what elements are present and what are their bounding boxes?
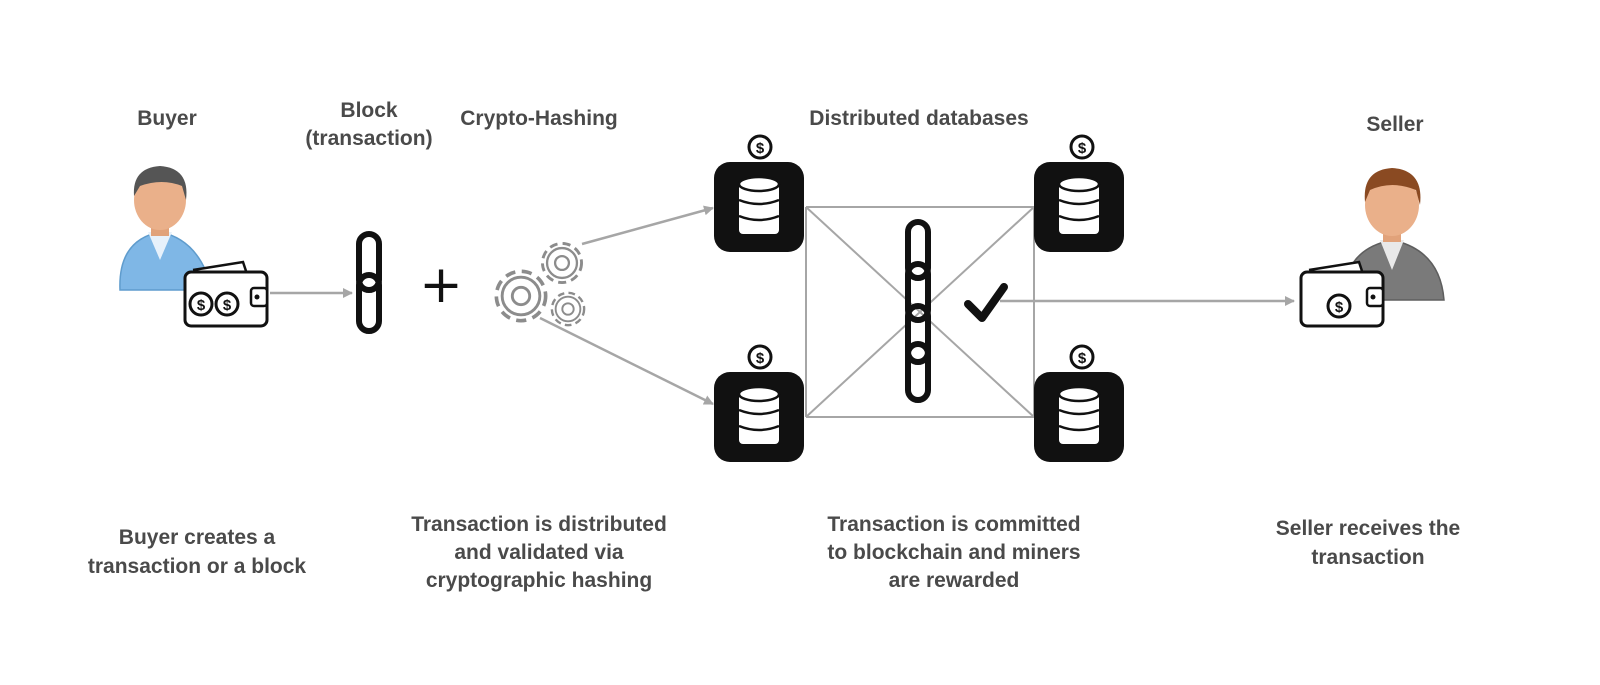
database-icon-top-right: $ [1032, 134, 1126, 254]
database-icon-bottom-right: $ [1032, 344, 1126, 464]
caption-line: Buyer creates a [119, 526, 276, 549]
coin-dollar-glyph: $ [756, 140, 765, 157]
crypto-hashing-label: Crypto-Hashing [460, 107, 618, 130]
block-chain-link-icon [359, 234, 379, 331]
coin-dollar-glyph: $ [1335, 299, 1344, 316]
distributed-databases-label: Distributed databases [809, 107, 1028, 130]
database-icon-top-left: $ [712, 134, 806, 254]
plus-icon: + [419, 255, 463, 315]
checkmark-icon [964, 283, 1008, 322]
buyer-wallet-icon: $ $ [183, 260, 269, 328]
database-network-lines [805, 206, 1035, 418]
arrow-gears-to-db-bottom [539, 316, 714, 406]
caption-line: Seller receives the [1276, 517, 1460, 540]
caption-commit-step: Transaction is committed to blockchain a… [827, 513, 1080, 592]
caption-line: and validated via [454, 541, 624, 564]
buyer-label: Buyer [137, 107, 197, 130]
seller-wallet-icon: $ [1299, 260, 1385, 328]
gears-icon [494, 242, 586, 327]
buyer-avatar-icon [119, 166, 213, 291]
coin-dollar-glyph: $ [197, 297, 206, 314]
coin-dollar-glyph: $ [756, 350, 765, 367]
caption-line: Transaction is committed [827, 513, 1080, 536]
database-icon-bottom-left: $ [712, 344, 806, 464]
caption-line: transaction or a block [88, 555, 307, 578]
block-label-line1: Block [340, 99, 398, 122]
coin-dollar-glyph: $ [1078, 350, 1087, 367]
caption-line: to blockchain and miners [827, 541, 1080, 564]
seller-label: Seller [1366, 113, 1423, 136]
caption-line: are rewarded [889, 569, 1020, 592]
caption-line: Transaction is distributed [411, 513, 667, 536]
caption-buyer-step: Buyer creates a transaction or a block [88, 526, 307, 578]
arrow-gears-to-db-top [581, 205, 714, 246]
caption-line: transaction [1311, 546, 1424, 569]
coin-dollar-glyph: $ [223, 297, 232, 314]
caption-seller-step: Seller receives the transaction [1276, 517, 1460, 569]
caption-hashing-step: Transaction is distributed and validated… [411, 513, 667, 592]
coin-dollar-glyph: $ [1078, 140, 1087, 157]
caption-line: cryptographic hashing [426, 569, 652, 592]
block-label-line2: (transaction) [305, 127, 432, 150]
